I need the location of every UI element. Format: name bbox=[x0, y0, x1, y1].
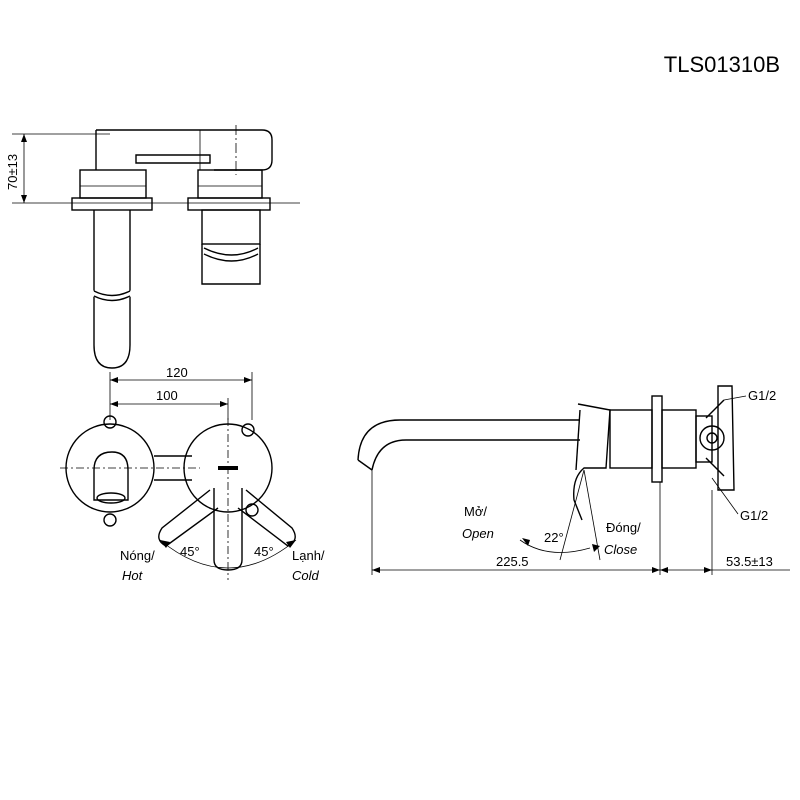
hot-label-vi: Nóng/ bbox=[120, 548, 155, 563]
wall-flange bbox=[651, 395, 663, 483]
valve-body bbox=[609, 409, 653, 469]
cartridge-right bbox=[201, 209, 261, 245]
spout-bottom-edge bbox=[371, 439, 580, 471]
lever-side bbox=[573, 403, 611, 521]
lever-arc bbox=[519, 539, 591, 553]
depth-dimension-label: 70±13 bbox=[5, 154, 20, 190]
spout-outlet bbox=[93, 451, 129, 501]
cold-label-vi: Lạnh/ bbox=[292, 548, 325, 563]
body-right-top bbox=[197, 169, 263, 199]
back-plate bbox=[717, 385, 735, 491]
lever-hot bbox=[158, 489, 219, 547]
flange-right bbox=[187, 197, 271, 211]
spout-top-outline bbox=[95, 129, 273, 171]
flange-left bbox=[71, 197, 153, 211]
front-view: 120 100 45° 45° Nóng/ Ho bbox=[60, 365, 325, 583]
rotation-arc bbox=[159, 539, 297, 569]
top-view: 70±13 bbox=[5, 125, 300, 369]
cold-label-en: Cold bbox=[292, 568, 320, 583]
lever-center bbox=[213, 488, 243, 571]
pipe-left bbox=[93, 210, 131, 369]
thread-top-label: G1/2 bbox=[748, 388, 776, 403]
close-label-en: Close bbox=[604, 542, 637, 557]
angle-lever-label: 22° bbox=[544, 530, 564, 545]
wall-depth-label: 53.5±13 bbox=[726, 554, 773, 569]
spout-top-edge bbox=[357, 419, 580, 461]
thread-bottom-label: G1/2 bbox=[740, 508, 768, 523]
lever-top bbox=[135, 154, 211, 164]
close-label-vi: Đóng/ bbox=[606, 520, 641, 535]
lever-cold bbox=[237, 489, 296, 547]
open-label-vi: Mở/ bbox=[464, 504, 487, 519]
side-view: G1/2 G1/2 22° Mở/ Open Đóng/ Close 225.5… bbox=[357, 385, 790, 575]
body-left-top bbox=[79, 169, 147, 199]
spout-length-label: 225.5 bbox=[496, 554, 529, 569]
valve-housing bbox=[661, 409, 697, 469]
dim-100-label: 100 bbox=[156, 388, 178, 403]
model-number: TLS01310B bbox=[663, 52, 780, 77]
inlet-circle bbox=[699, 425, 725, 451]
angle-right-label: 45° bbox=[254, 544, 274, 559]
open-label-en: Open bbox=[462, 526, 494, 541]
hot-label-en: Hot bbox=[122, 568, 144, 583]
angle-left-label: 45° bbox=[180, 544, 200, 559]
dim-120-label: 120 bbox=[166, 365, 188, 380]
